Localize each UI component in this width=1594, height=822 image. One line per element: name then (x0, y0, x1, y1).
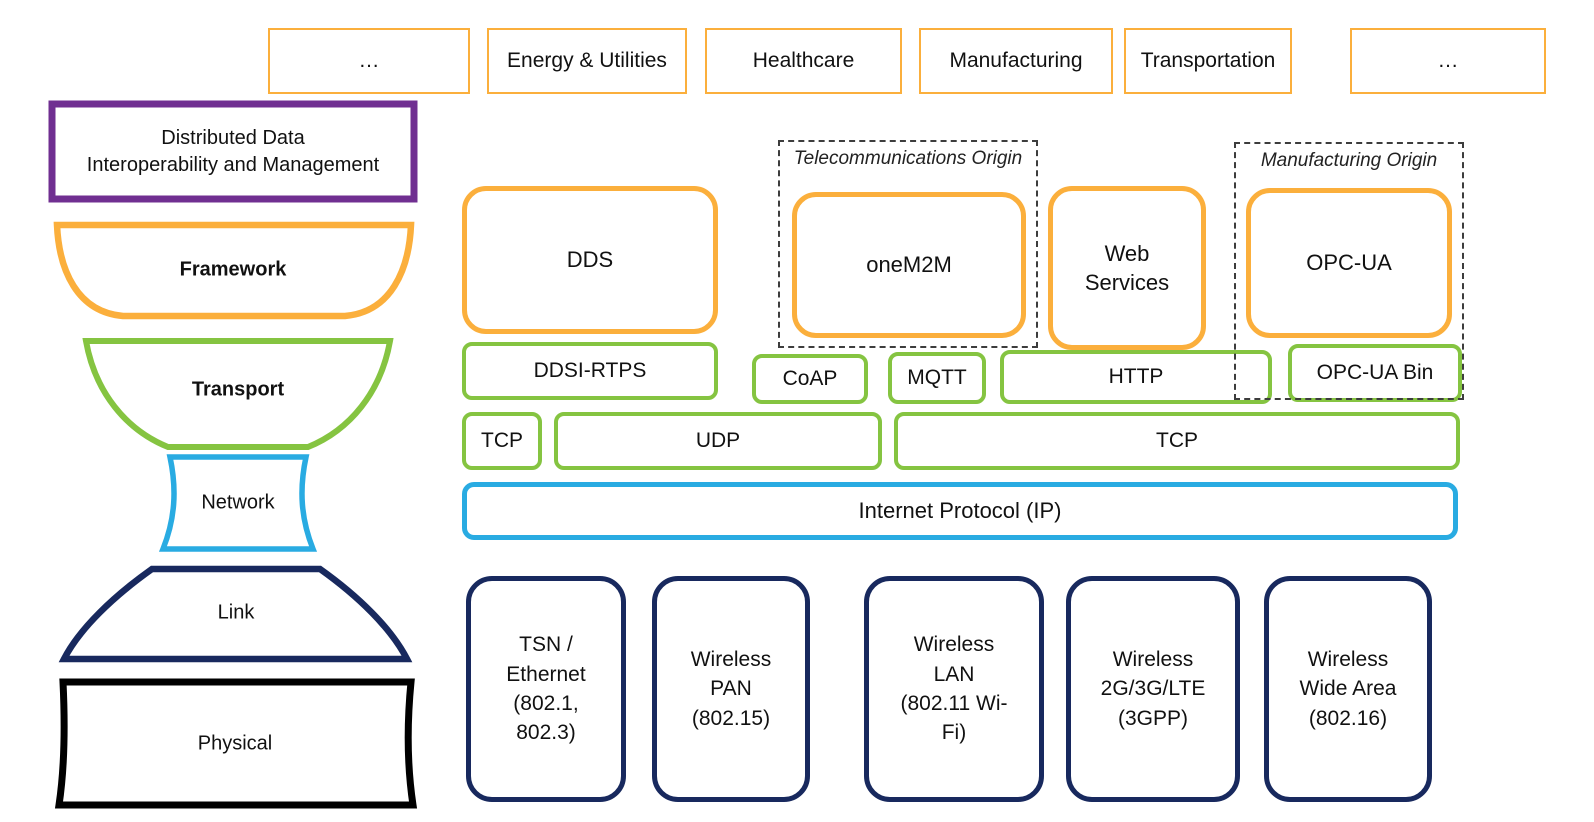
group-label-telecommunications-origin: Telecommunications Origin (793, 148, 1023, 169)
protocol-box-opc-ua-bin: OPC-UA Bin (1288, 344, 1462, 402)
link-box-wireless-pan: Wireless PAN (802.15) (652, 576, 810, 802)
industry-box-healthcare: Healthcare (705, 28, 902, 94)
protocol-box-http: HTTP (1000, 350, 1272, 404)
protocol-stack-funnel (48, 100, 418, 809)
layer-label-framework: Framework (179, 258, 287, 281)
layer-label-transport: Transport (191, 378, 285, 401)
layer-label-distributed-data: Distributed Data Interoperability and Ma… (86, 127, 380, 176)
protocol-box-ddsi-rtps: DDSI-RTPS (462, 342, 718, 400)
protocol-box-mqtt: MQTT (888, 352, 986, 404)
link-box-wireless-cellular: Wireless 2G/3G/LTE (3GPP) (1066, 576, 1240, 802)
protocol-box-dds: DDS (462, 186, 718, 334)
link-box-wireless-wide-area: Wireless Wide Area (802.16) (1264, 576, 1432, 802)
protocol-box-tcp-right: TCP (894, 412, 1460, 470)
protocol-box-tcp-left: TCP (462, 412, 542, 470)
industry-box-manufacturing: Manufacturing (919, 28, 1113, 94)
protocol-box-opc-ua: OPC-UA (1246, 188, 1452, 338)
layer-label-link: Link (217, 601, 255, 624)
industry-box-more-left: … (268, 28, 470, 94)
link-box-tsn-ethernet: TSN / Ethernet (802.1, 802.3) (466, 576, 626, 802)
group-label-manufacturing-origin: Manufacturing Origin (1260, 150, 1438, 171)
industry-box-energy-utilities: Energy & Utilities (487, 28, 687, 94)
protocol-box-web-services: Web Services (1048, 186, 1206, 350)
layer-label-physical: Physical (197, 732, 273, 755)
industry-box-transportation: Transportation (1124, 28, 1292, 94)
protocol-box-onem2m: oneM2M (792, 192, 1026, 338)
industry-box-more-right: … (1350, 28, 1546, 94)
protocol-box-internet-protocol: Internet Protocol (IP) (462, 482, 1458, 540)
protocol-box-coap: CoAP (752, 354, 868, 404)
link-box-wireless-lan: Wireless LAN (802.11 Wi- Fi) (864, 576, 1044, 802)
protocol-box-udp: UDP (554, 412, 882, 470)
layer-label-network: Network (201, 491, 275, 514)
